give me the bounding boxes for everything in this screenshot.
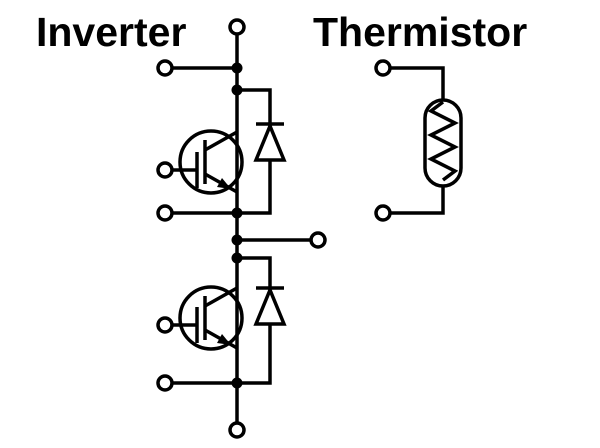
igbt-lower-icon	[178, 285, 244, 351]
igbt-lower-collector-lead	[204, 286, 238, 308]
inverter-circuit: Inverter	[36, 9, 327, 439]
igbt-lower-symbol	[195, 286, 238, 350]
junction-dot	[231, 207, 243, 219]
terminal-thermistor-top	[374, 59, 392, 77]
igbt-upper-collector-lead	[204, 130, 238, 152]
junction-dot	[231, 62, 243, 74]
terminal-lower-emitter	[156, 374, 174, 392]
diode-lower-triangle	[253, 285, 287, 326]
inverter-label: Inverter	[36, 9, 186, 55]
thermistor-icon	[423, 98, 463, 188]
diode-upper-triangle	[253, 121, 287, 162]
junction-dot	[231, 377, 243, 389]
diode-lower-icon	[253, 285, 287, 326]
terminal-upper-gate	[156, 161, 174, 179]
terminal-thermistor-bottom	[374, 204, 392, 222]
igbt-upper-emitter-arrow-icon	[217, 178, 231, 189]
terminal-top	[228, 18, 246, 36]
thermistor-circuit: Thermistor	[313, 9, 527, 222]
terminal-upper-collector	[156, 59, 174, 77]
igbt-lower-emitter-arrow-icon	[217, 334, 231, 345]
terminal-midpoint-left	[156, 204, 174, 222]
diode-upper-icon	[253, 121, 287, 162]
terminal-output-right	[309, 231, 327, 249]
thermistor-label: Thermistor	[313, 9, 527, 55]
terminal-bottom	[228, 421, 246, 439]
igbt-upper-symbol	[195, 130, 238, 194]
thermistor-zigzag	[427, 100, 459, 182]
junction-dot	[231, 84, 243, 96]
junction-dot	[231, 234, 243, 246]
junction-dot	[231, 252, 243, 264]
igbt-upper-icon	[178, 129, 244, 195]
terminal-lower-gate	[156, 316, 174, 334]
